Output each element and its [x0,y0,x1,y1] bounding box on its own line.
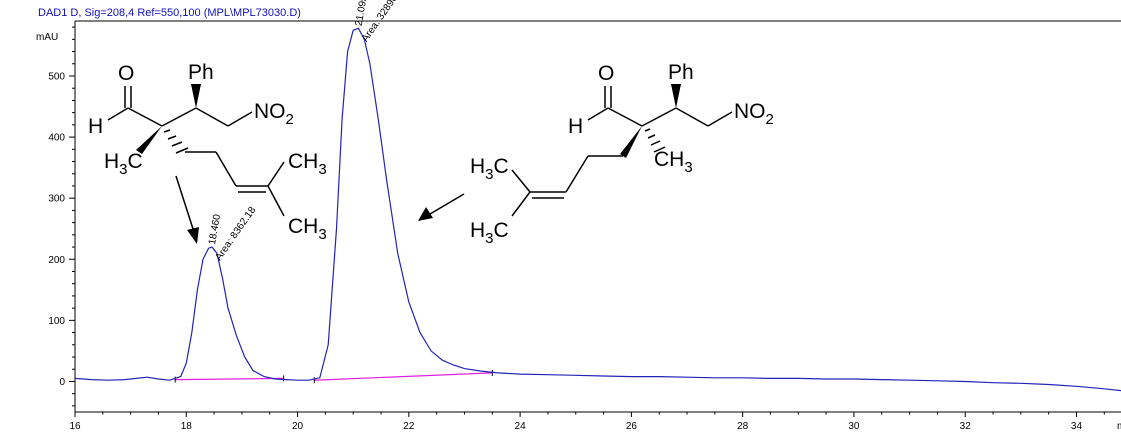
y-axis-label: mAU [36,32,58,43]
y-tick-label: 300 [48,194,65,205]
y-tick-label: 500 [48,71,65,82]
right-bond-c3-c4 [675,107,709,127]
y-tick-label: 0 [59,377,65,388]
x-tick-label: 16 [69,421,81,432]
left-bond-chain-2 [215,151,237,187]
chart-title: DAD1 D, Sig=208,4 Ref=550,100 (MPL\MPL73… [38,7,301,19]
right-methyl-ch3: CH3 [654,148,693,176]
right-hash-2 [647,134,656,139]
x-tick-label: 28 [737,421,749,432]
peak-area-label: Area: 8362.18 [213,205,258,263]
right-hash-4 [653,146,666,153]
structure-right: O Ph NO2 H CH3 H3C H3C [418,61,774,247]
right-arrow-shaft [429,193,465,215]
left-hash-4 [175,147,189,154]
left-arrow-head [187,227,199,244]
x-unit-label: m [1117,421,1121,432]
left-methyl-h3c: H3C [104,150,143,178]
right-bond-c1-c2 [607,107,643,127]
left-wedge-methyl [136,126,162,154]
y-tick-label: 200 [48,255,65,266]
left-bond-c2-c3 [161,107,197,127]
right-oxygen-label: O [598,62,614,85]
right-wedge-chain [620,126,642,158]
right-nitro-label: NO2 [734,100,774,128]
left-nitro-label: NO2 [254,100,294,128]
left-hash-2 [167,135,177,140]
peak-time-label: 21.095 [354,0,370,27]
x-tick-label: 22 [403,421,415,432]
left-hydrogen-label: H [88,115,103,138]
x-tick-label: 18 [181,421,193,432]
x-tick-label: 32 [960,421,972,432]
x-tick-label: 26 [626,421,638,432]
left-wedge-phenyl [191,84,201,108]
signal-trace [74,27,1121,392]
y-tick-label: 400 [48,133,65,144]
right-methyl-h3c-a: H3C [470,155,509,183]
baseline-line [314,372,493,381]
left-methyl-ch3-b: CH3 [288,215,327,243]
signal-traces [74,27,1121,392]
right-arrow-head [418,207,433,221]
x-tick-label: 24 [515,421,527,432]
x-tick-label: 34 [1071,421,1083,432]
left-bond-ch3-b [267,185,285,217]
left-hash-1 [163,129,171,133]
left-bond-c4-n [227,111,253,127]
peak-time-label: 18.460 [207,213,223,245]
right-bond-ch [587,107,609,121]
baseline-line [175,377,284,381]
x-axis-ticks: 16 18 20 22 24 26 28 30 32 34 m [69,412,1121,432]
right-bond-c2-c3 [641,107,677,127]
right-wedge-phenyl [671,84,681,108]
right-bond-ch3-b [511,191,531,217]
x-tick-label: 20 [292,421,304,432]
left-hash-3 [171,141,183,147]
right-hash-3 [650,140,661,146]
structure-left: O Ph NO2 H H3C CH3 CH3 [88,61,327,244]
y-axis-ticks: 0 100 200 300 400 500 [48,26,75,407]
left-arrow-shaft [175,175,195,233]
right-bond-ch3-a [511,169,531,193]
left-oxygen-label: O [118,62,134,85]
right-bond-chain-2 [565,155,589,193]
left-bond-c1-c2 [127,107,163,127]
right-bond-c4-n [707,111,733,127]
integration-baselines [174,369,493,384]
left-methyl-ch3-a: CH3 [288,150,327,178]
right-hydrogen-label: H [568,115,583,138]
left-bond-ch [107,107,129,121]
left-bond-c3-c4 [195,107,229,127]
right-phenyl-label: Ph [668,61,694,84]
x-tick-label: 30 [848,421,860,432]
y-tick-label: 100 [48,316,65,327]
right-methyl-h3c-b: H3C [470,219,509,247]
left-bond-ch3-a [267,161,285,187]
left-phenyl-label: Ph [188,61,214,84]
right-hash-1 [644,128,651,132]
